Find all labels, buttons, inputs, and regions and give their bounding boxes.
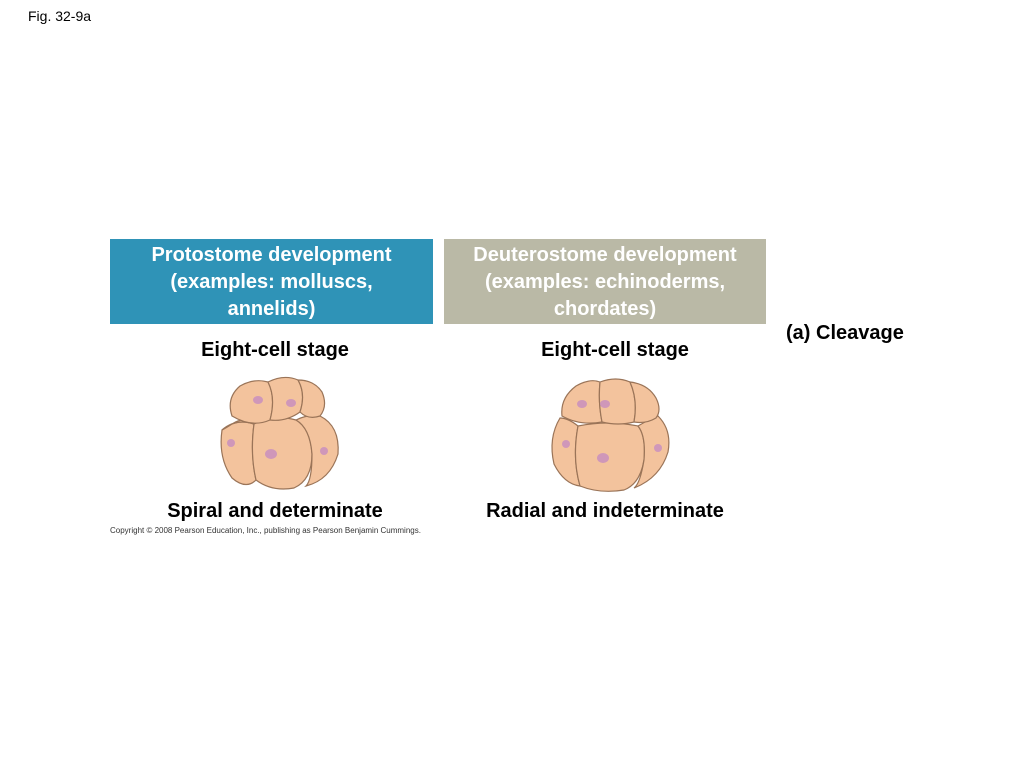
embryo-nucleus (597, 453, 609, 463)
embryo-nucleus (265, 449, 277, 459)
embryo-nucleus (227, 439, 235, 447)
embryo-cell (629, 381, 660, 424)
protostome-pattern-label: Spiral and determinate (167, 500, 383, 522)
deuterostome-stage-label: Eight-cell stage (541, 339, 689, 361)
embryo-cell (251, 417, 313, 490)
embryo-cell (220, 421, 257, 486)
protostome-header: Protostome development (examples: mollus… (110, 239, 433, 324)
embryo-cell (229, 380, 274, 424)
embryo-nucleus (286, 399, 296, 407)
embryo-nucleus (600, 400, 610, 408)
protostome-embryo-illustration (220, 376, 339, 490)
deuterostome-header-line-2: (examples: echinoderms, (484, 271, 726, 293)
deuterostome-header-line-1: Deuterostome development (473, 244, 737, 266)
embryo-cell (574, 422, 645, 492)
embryo-cell (296, 379, 326, 418)
protostome-header-line-3: annelids) (227, 298, 316, 320)
panel-label-cleavage: (a) Cleavage (786, 322, 904, 344)
deuterostome-pattern-label: Radial and indeterminate (486, 500, 724, 522)
embryo-nucleus (320, 447, 328, 455)
embryo-cell (267, 376, 304, 421)
protostome-header-line-1: Protostome development (151, 244, 392, 266)
embryo-nucleus (562, 440, 570, 448)
deuterostome-header-line-3: chordates) (553, 298, 657, 320)
deuterostome-embryo-illustration (551, 378, 670, 492)
figure-label: Fig. 32-9a (28, 8, 92, 24)
protostome-header-line-2: (examples: molluscs, (170, 271, 373, 293)
deuterostome-header: Deuterostome development (examples: echi… (444, 239, 766, 324)
embryo-nucleus (253, 396, 263, 404)
embryo-nucleus (577, 400, 587, 408)
embryo-nucleus (654, 444, 662, 452)
copyright-notice: Copyright © 2008 Pearson Education, Inc.… (110, 526, 421, 535)
protostome-stage-label: Eight-cell stage (201, 339, 349, 361)
